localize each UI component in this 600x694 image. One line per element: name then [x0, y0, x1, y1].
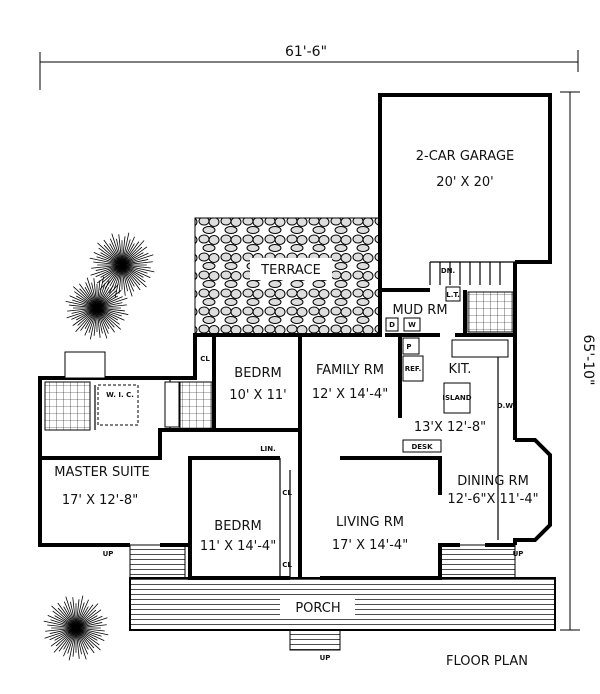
bedroom1-label: BEDRM	[234, 366, 281, 381]
bedroom1-size: 10' X 11'	[229, 388, 286, 403]
bedroom2-label: BEDRM	[214, 519, 261, 534]
bathtub-icon	[164, 381, 180, 428]
bathtub-icon	[64, 351, 106, 379]
svg-text:DN.: DN.	[441, 267, 455, 275]
svg-text:D: D	[389, 321, 395, 329]
dining-room-size: 12'-6"X 11'-4"	[447, 492, 538, 507]
depth-dimension: 65'-10"	[560, 91, 596, 631]
svg-text:D.W.: D.W.	[497, 402, 515, 410]
svg-text:UP: UP	[513, 550, 524, 558]
mud-room-label: MUD RM	[392, 303, 447, 318]
dining-room-label: DINING RM	[457, 474, 529, 489]
tree-icon	[43, 595, 109, 661]
master-bath-tile	[44, 381, 91, 431]
svg-text:LIN.: LIN.	[260, 445, 276, 453]
living-room-size: 17' X 14'-4"	[332, 538, 408, 553]
tree-icon	[89, 232, 155, 298]
depth-label: 65'-10"	[580, 335, 596, 386]
svg-text:P: P	[406, 343, 411, 351]
svg-text:CL: CL	[282, 489, 292, 497]
width-dimension: 61'-6"	[39, 44, 579, 90]
bedroom2-size: 11' X 14'-4"	[200, 539, 276, 554]
svg-text:2-CAR GARAGE: 2-CAR GARAGE	[416, 149, 515, 164]
master-suite-label: MASTER SUITE	[54, 465, 149, 480]
master-suite-size: 17' X 12'-8"	[62, 493, 138, 508]
svg-text:CL: CL	[200, 355, 210, 363]
kitchen-label: KIT.	[449, 362, 472, 377]
svg-text:REF.: REF.	[405, 365, 422, 373]
svg-text:L.T.: L.T.	[446, 291, 460, 299]
svg-text:CL: CL	[282, 561, 292, 569]
svg-text:UP: UP	[320, 654, 331, 662]
family-room-size: 12' X 14'-4"	[312, 387, 388, 402]
hall-bath-tile	[179, 381, 213, 431]
svg-text:20' X 20': 20' X 20'	[436, 175, 493, 190]
svg-text:W: W	[408, 321, 416, 329]
terrace-label: TERRACE	[260, 263, 321, 278]
svg-text:PORCH: PORCH	[295, 601, 340, 616]
floor-plan-title: FLOOR PLAN	[446, 654, 528, 669]
svg-text:DESK: DESK	[411, 443, 433, 451]
tree-icon	[65, 276, 129, 340]
garage-bath-tile	[467, 291, 514, 333]
tree-icon	[43, 232, 155, 661]
svg-text:UP: UP	[103, 550, 114, 558]
width-label: 61'-6"	[285, 44, 327, 60]
family-room-label: FAMILY RM	[316, 363, 384, 378]
house-walls	[38, 262, 552, 580]
garage: 2-CAR GARAGE 20' X 20' DN.	[378, 93, 552, 285]
porch: PORCH UP UP UP	[103, 544, 556, 662]
closet-rod	[97, 384, 139, 426]
svg-text:ISLAND: ISLAND	[442, 394, 471, 402]
kitchen-size: 13'X 12'-8"	[414, 420, 486, 435]
kitchen-fixtures: P REF. ISLAND D.W. DESK L.T. D W W. I. C…	[106, 286, 515, 569]
living-room-label: LIVING RM	[336, 515, 404, 530]
svg-text:W. I. C.: W. I. C.	[106, 391, 134, 399]
